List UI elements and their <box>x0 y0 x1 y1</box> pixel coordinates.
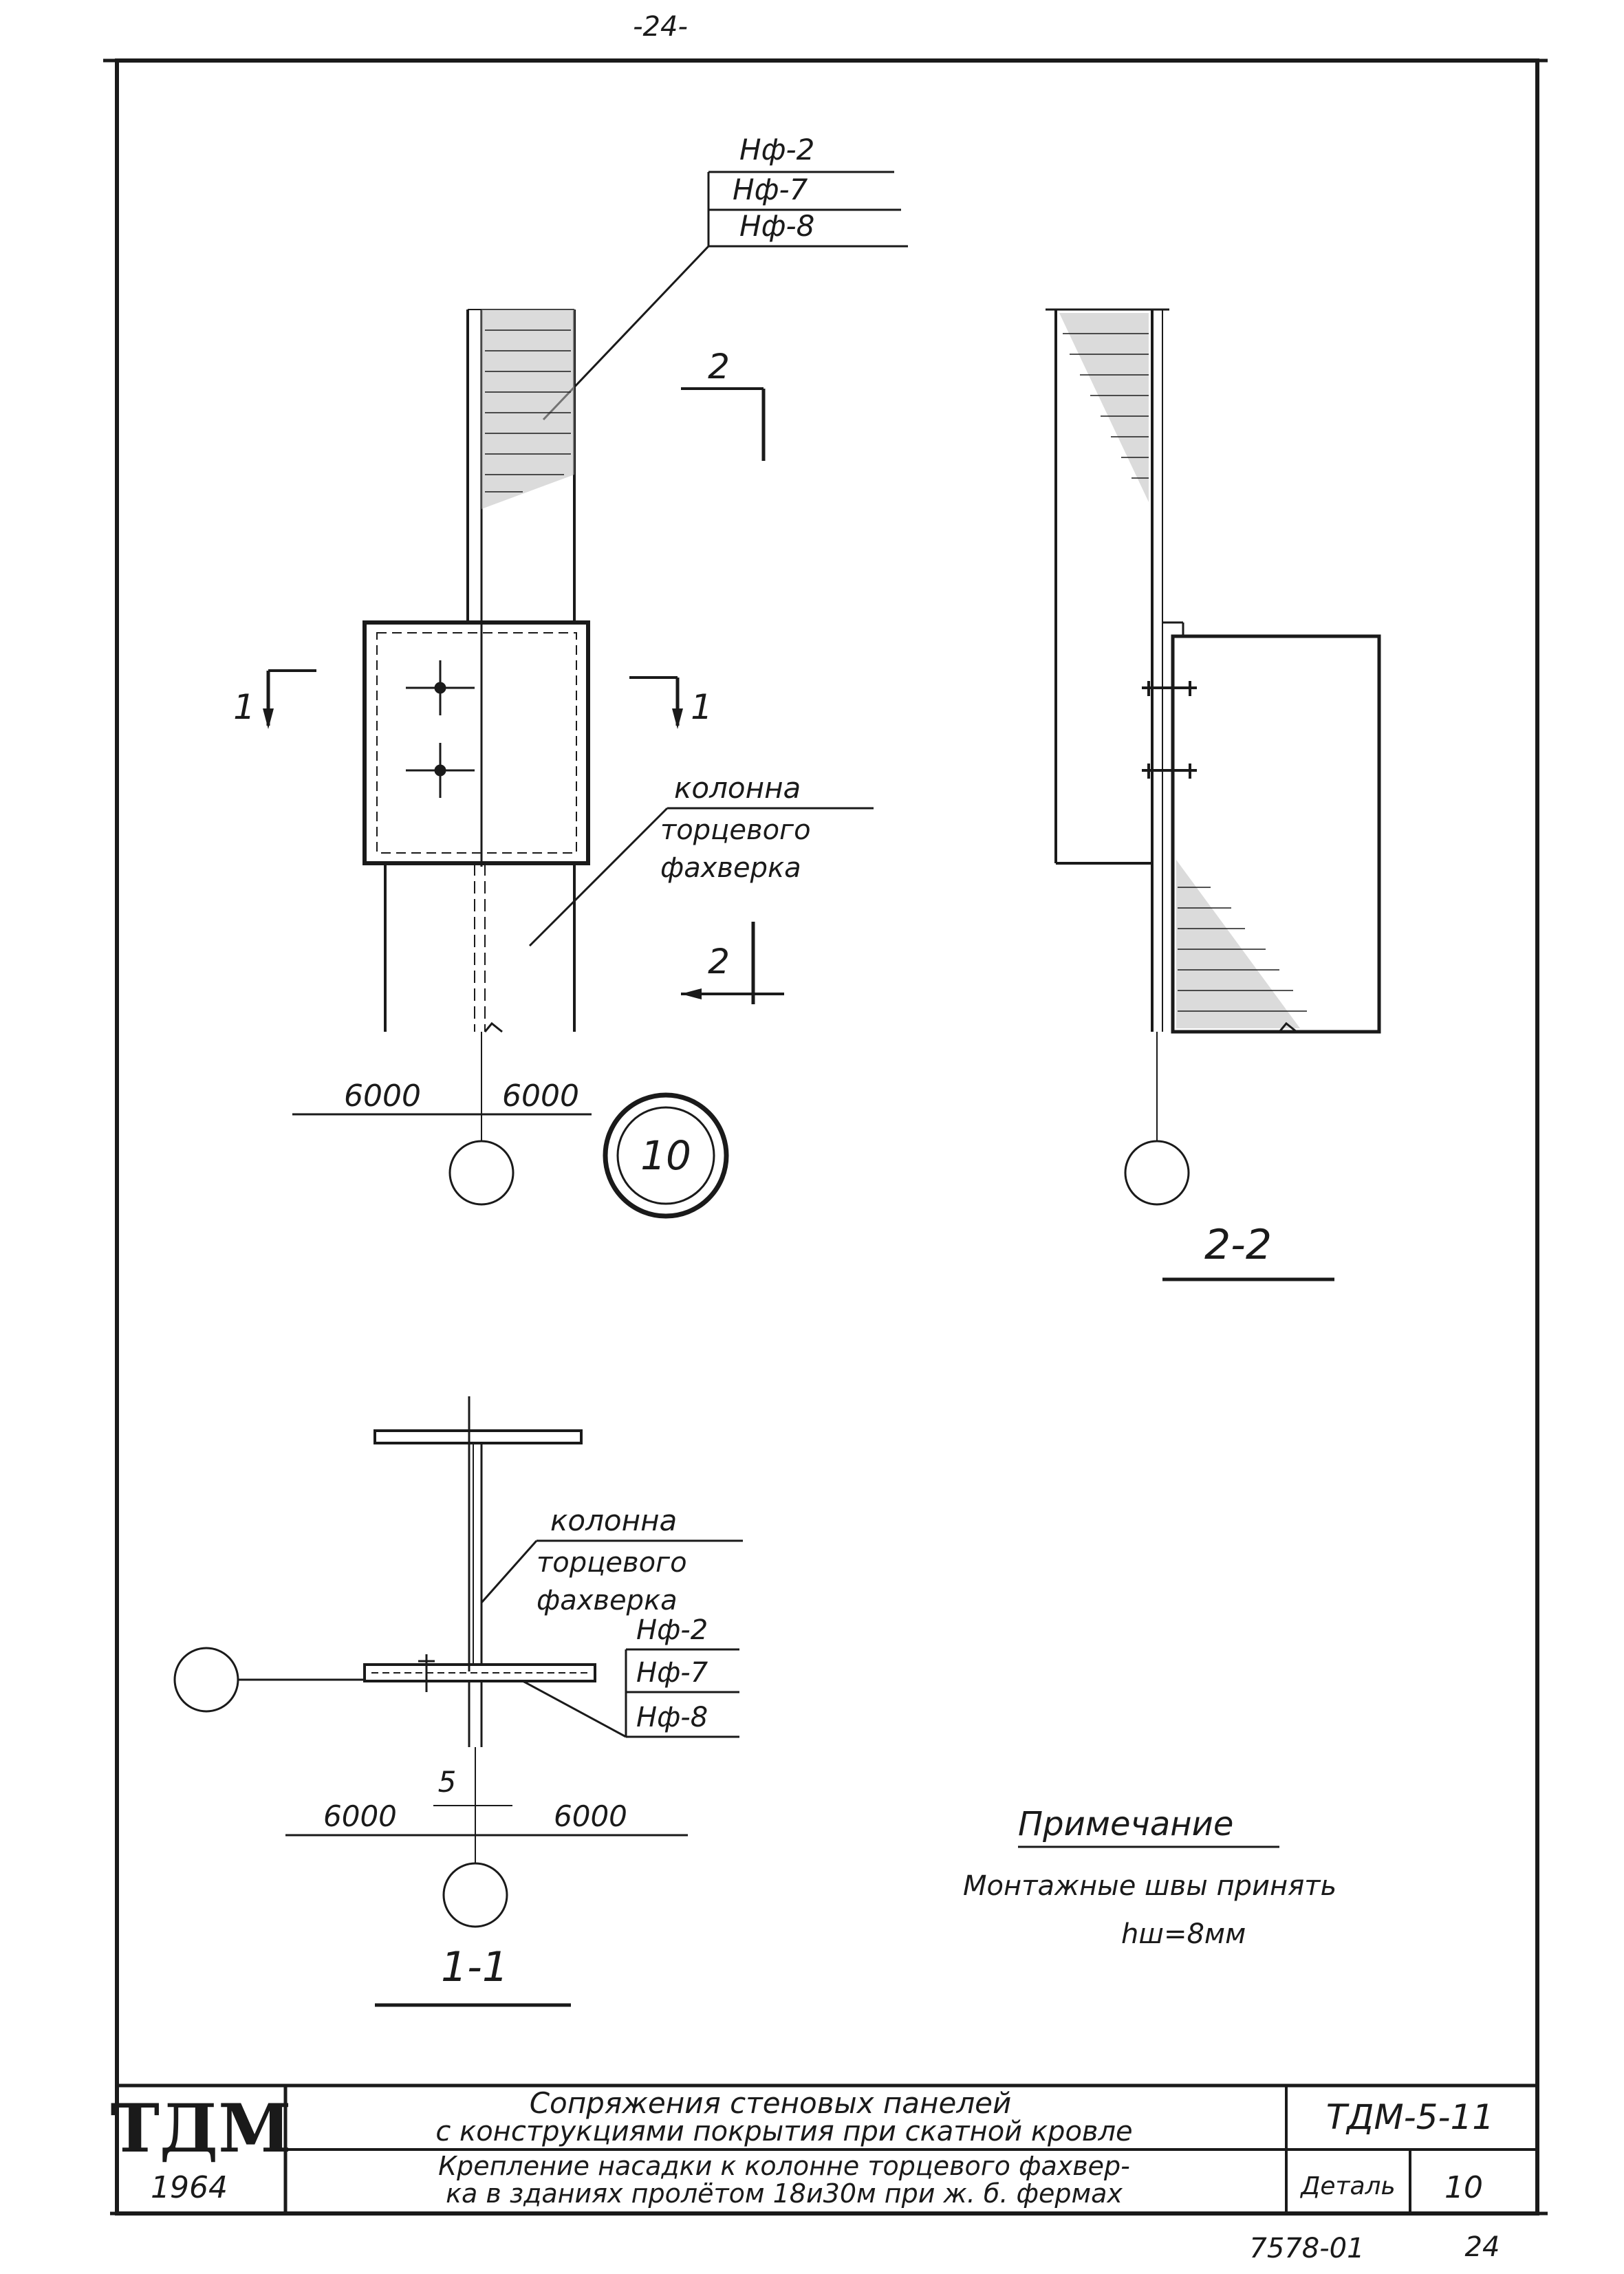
section-mark-1-left: 1 <box>233 687 255 727</box>
title-block-logo: ТДМ <box>110 2090 291 2167</box>
page-number: -24- <box>633 11 688 43</box>
section-mark-2-top: 2 <box>708 347 730 387</box>
note-text: Монтажные швы принять <box>963 1870 1336 1902</box>
note-block: Примечание Монтажные швы принять hш=8мм <box>963 1805 1336 1950</box>
section-2-2-view: 2-2 <box>1046 308 1381 1281</box>
elevation-dim-right: 6000 <box>502 1079 579 1114</box>
elevation-column-label-1: колонна <box>674 771 801 805</box>
bolt-marks <box>406 660 475 798</box>
callout-top-nf8: Нф-8 <box>739 209 814 243</box>
callout-top-nf7: Нф-7 <box>733 173 808 206</box>
panel-hatching-upper <box>481 310 574 509</box>
section-column-label-2: торцевого <box>537 1547 687 1579</box>
section-column-label-1: колонна <box>550 1504 677 1537</box>
section-dim-right: 6000 <box>554 1799 627 1833</box>
note-weld-size: hш=8мм <box>1121 1918 1246 1950</box>
sheet-number: 24 <box>1465 2231 1500 2263</box>
archive-number: 7578-01 <box>1249 2233 1364 2264</box>
section-gap-dimension: 5 <box>438 1765 457 1799</box>
section-2-2-title: 2-2 <box>1204 1221 1272 1269</box>
section-mark-2-bottom: 2 <box>708 942 730 982</box>
elevation-dim-left: 6000 <box>344 1079 421 1114</box>
section-callout-nf8: Нф-8 <box>636 1702 708 1733</box>
section-mark-1-right: 1 <box>691 687 713 727</box>
detail-marker-number: 10 <box>640 1132 691 1179</box>
axis-bubble-1-1-left <box>173 1647 239 1713</box>
title-block-year: 1964 <box>151 2170 228 2205</box>
elevation-view: Нф-2 Нф-7 Нф-8 <box>233 133 908 1219</box>
section-1-1-title: 1-1 <box>441 1943 508 1991</box>
drawing-code: ТДМ-5-11 <box>1326 2097 1494 2137</box>
section-dim-left: 6000 <box>323 1799 397 1833</box>
axis-bubble-1-1 <box>442 1862 508 1928</box>
section-column-label-3: фахверка <box>537 1585 678 1616</box>
elevation-column-label-3: фахверка <box>660 852 801 884</box>
section-callout-nf7: Нф-7 <box>636 1657 708 1689</box>
detail-label: Деталь <box>1299 2172 1396 2200</box>
title-block: ТДМ 1964 Сопряжения стеновых панелей с к… <box>110 2083 1537 2213</box>
section-1-1-view: колонна торцевого фахверка Нф-2 Нф-7 Нф-… <box>173 1396 743 2007</box>
axis-bubble-2-2 <box>1124 1140 1190 1206</box>
subtitle-line-2: ка в зданиях пролётом 18и30м при ж. б. ф… <box>446 2178 1123 2209</box>
cap-plate <box>362 620 590 865</box>
title-line-2: с конструкциями покрытия при скатной кро… <box>435 2116 1132 2147</box>
elevation-column-label-2: торцевого <box>660 814 811 846</box>
note-heading: Примечание <box>1018 1805 1233 1843</box>
callout-top-nf2: Нф-2 <box>739 133 814 166</box>
detail-marker <box>603 1092 729 1219</box>
detail-number: 10 <box>1444 2170 1483 2205</box>
title-line-1: Сопряжения стеновых панелей <box>530 2086 1012 2120</box>
axis-bubble-elevation <box>448 1140 515 1206</box>
subtitle-line-1: Крепление насадки к колонне торцевого фа… <box>438 2151 1130 2181</box>
section-callout-nf2: Нф-2 <box>636 1614 708 1646</box>
